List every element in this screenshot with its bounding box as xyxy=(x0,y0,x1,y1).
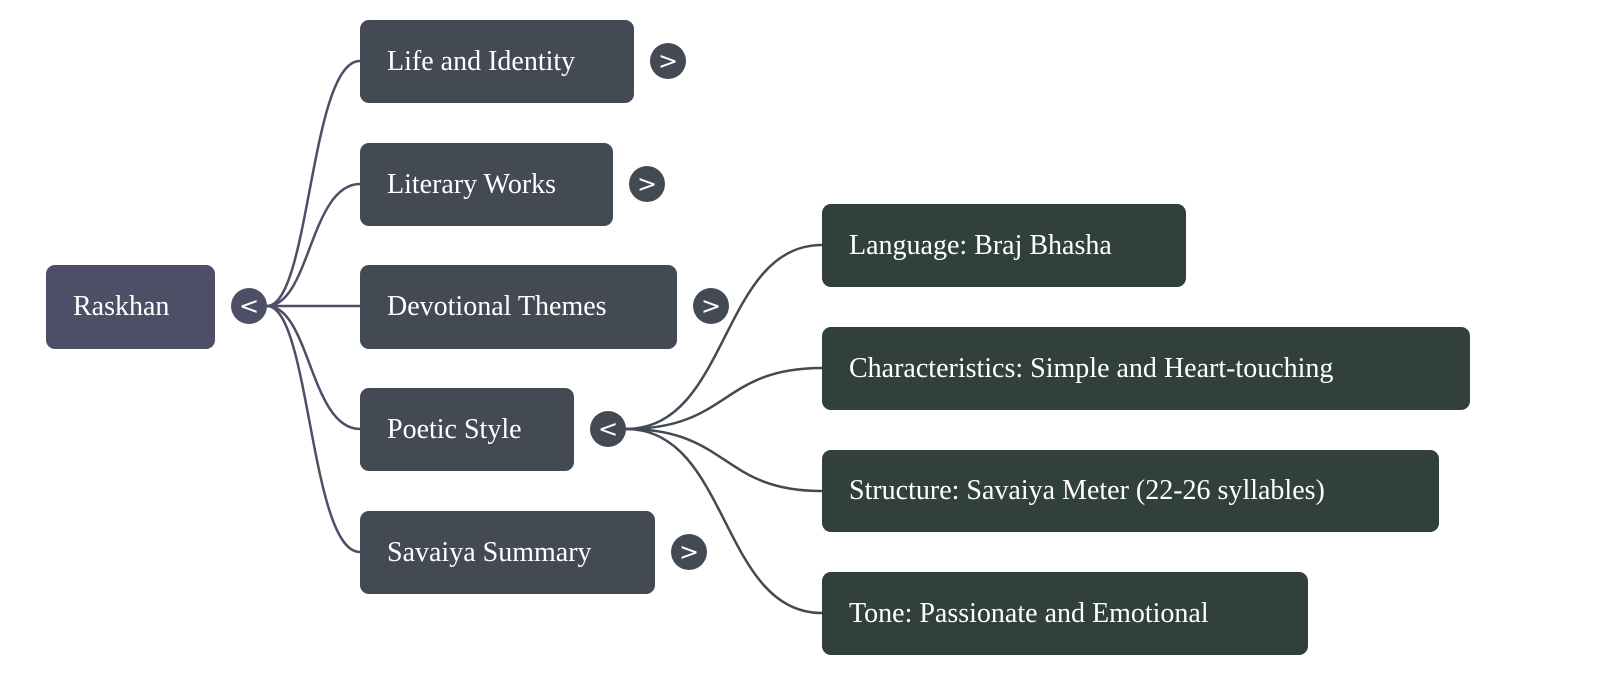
root-label: Raskhan xyxy=(73,291,170,322)
collapse-toggle-poetic[interactable]: < xyxy=(590,411,626,447)
link-poetic-characteristics xyxy=(625,366,823,431)
link-root-life xyxy=(266,59,361,308)
leaf-label: Language: Braj Bhasha xyxy=(849,229,1112,261)
link-poetic-structure xyxy=(625,427,823,493)
branch-label: Savaiya Summary xyxy=(387,536,592,568)
link-root-poetic xyxy=(266,304,361,431)
root-collapse-toggle[interactable]: < xyxy=(231,288,267,324)
expand-toggle-life[interactable]: > xyxy=(650,43,686,79)
branch-poetic-style[interactable]: Poetic Style xyxy=(360,388,574,471)
link-root-literary xyxy=(266,182,361,308)
leaf-label: Characteristics: Simple and Heart-touchi… xyxy=(849,352,1334,384)
leaf-label: Structure: Savaiya Meter (22-26 syllable… xyxy=(849,475,1325,506)
branch-label: Literary Works xyxy=(387,168,557,200)
expand-toggle-savaiya[interactable]: > xyxy=(671,534,707,570)
branch-literary-works[interactable]: Literary Works xyxy=(360,143,613,226)
root-node[interactable]: Raskhan xyxy=(46,265,215,349)
leaf-language[interactable]: Language: Braj Bhasha xyxy=(822,204,1186,287)
leaf-label: Tone: Passionate and Emotional xyxy=(849,597,1209,629)
link-poetic-language xyxy=(625,243,823,431)
expand-toggle-literary[interactable]: > xyxy=(629,166,665,202)
branch-label: Life and Identity xyxy=(387,45,576,77)
branch-savaiya-summary[interactable]: Savaiya Summary xyxy=(360,511,655,594)
branch-devotional-themes[interactable]: Devotional Themes xyxy=(360,265,677,349)
link-root-savaiya xyxy=(266,304,361,554)
expand-toggle-devotional[interactable]: > xyxy=(693,288,729,324)
branch-life-and-identity[interactable]: Life and Identity xyxy=(360,20,634,103)
branch-label: Poetic Style xyxy=(387,413,522,445)
leaf-tone[interactable]: Tone: Passionate and Emotional xyxy=(822,572,1308,655)
leaf-characteristics[interactable]: Characteristics: Simple and Heart-touchi… xyxy=(822,327,1470,410)
link-poetic-tone xyxy=(625,427,823,615)
leaf-structure[interactable]: Structure: Savaiya Meter (22-26 syllable… xyxy=(822,450,1439,532)
branch-label: Devotional Themes xyxy=(387,291,607,322)
